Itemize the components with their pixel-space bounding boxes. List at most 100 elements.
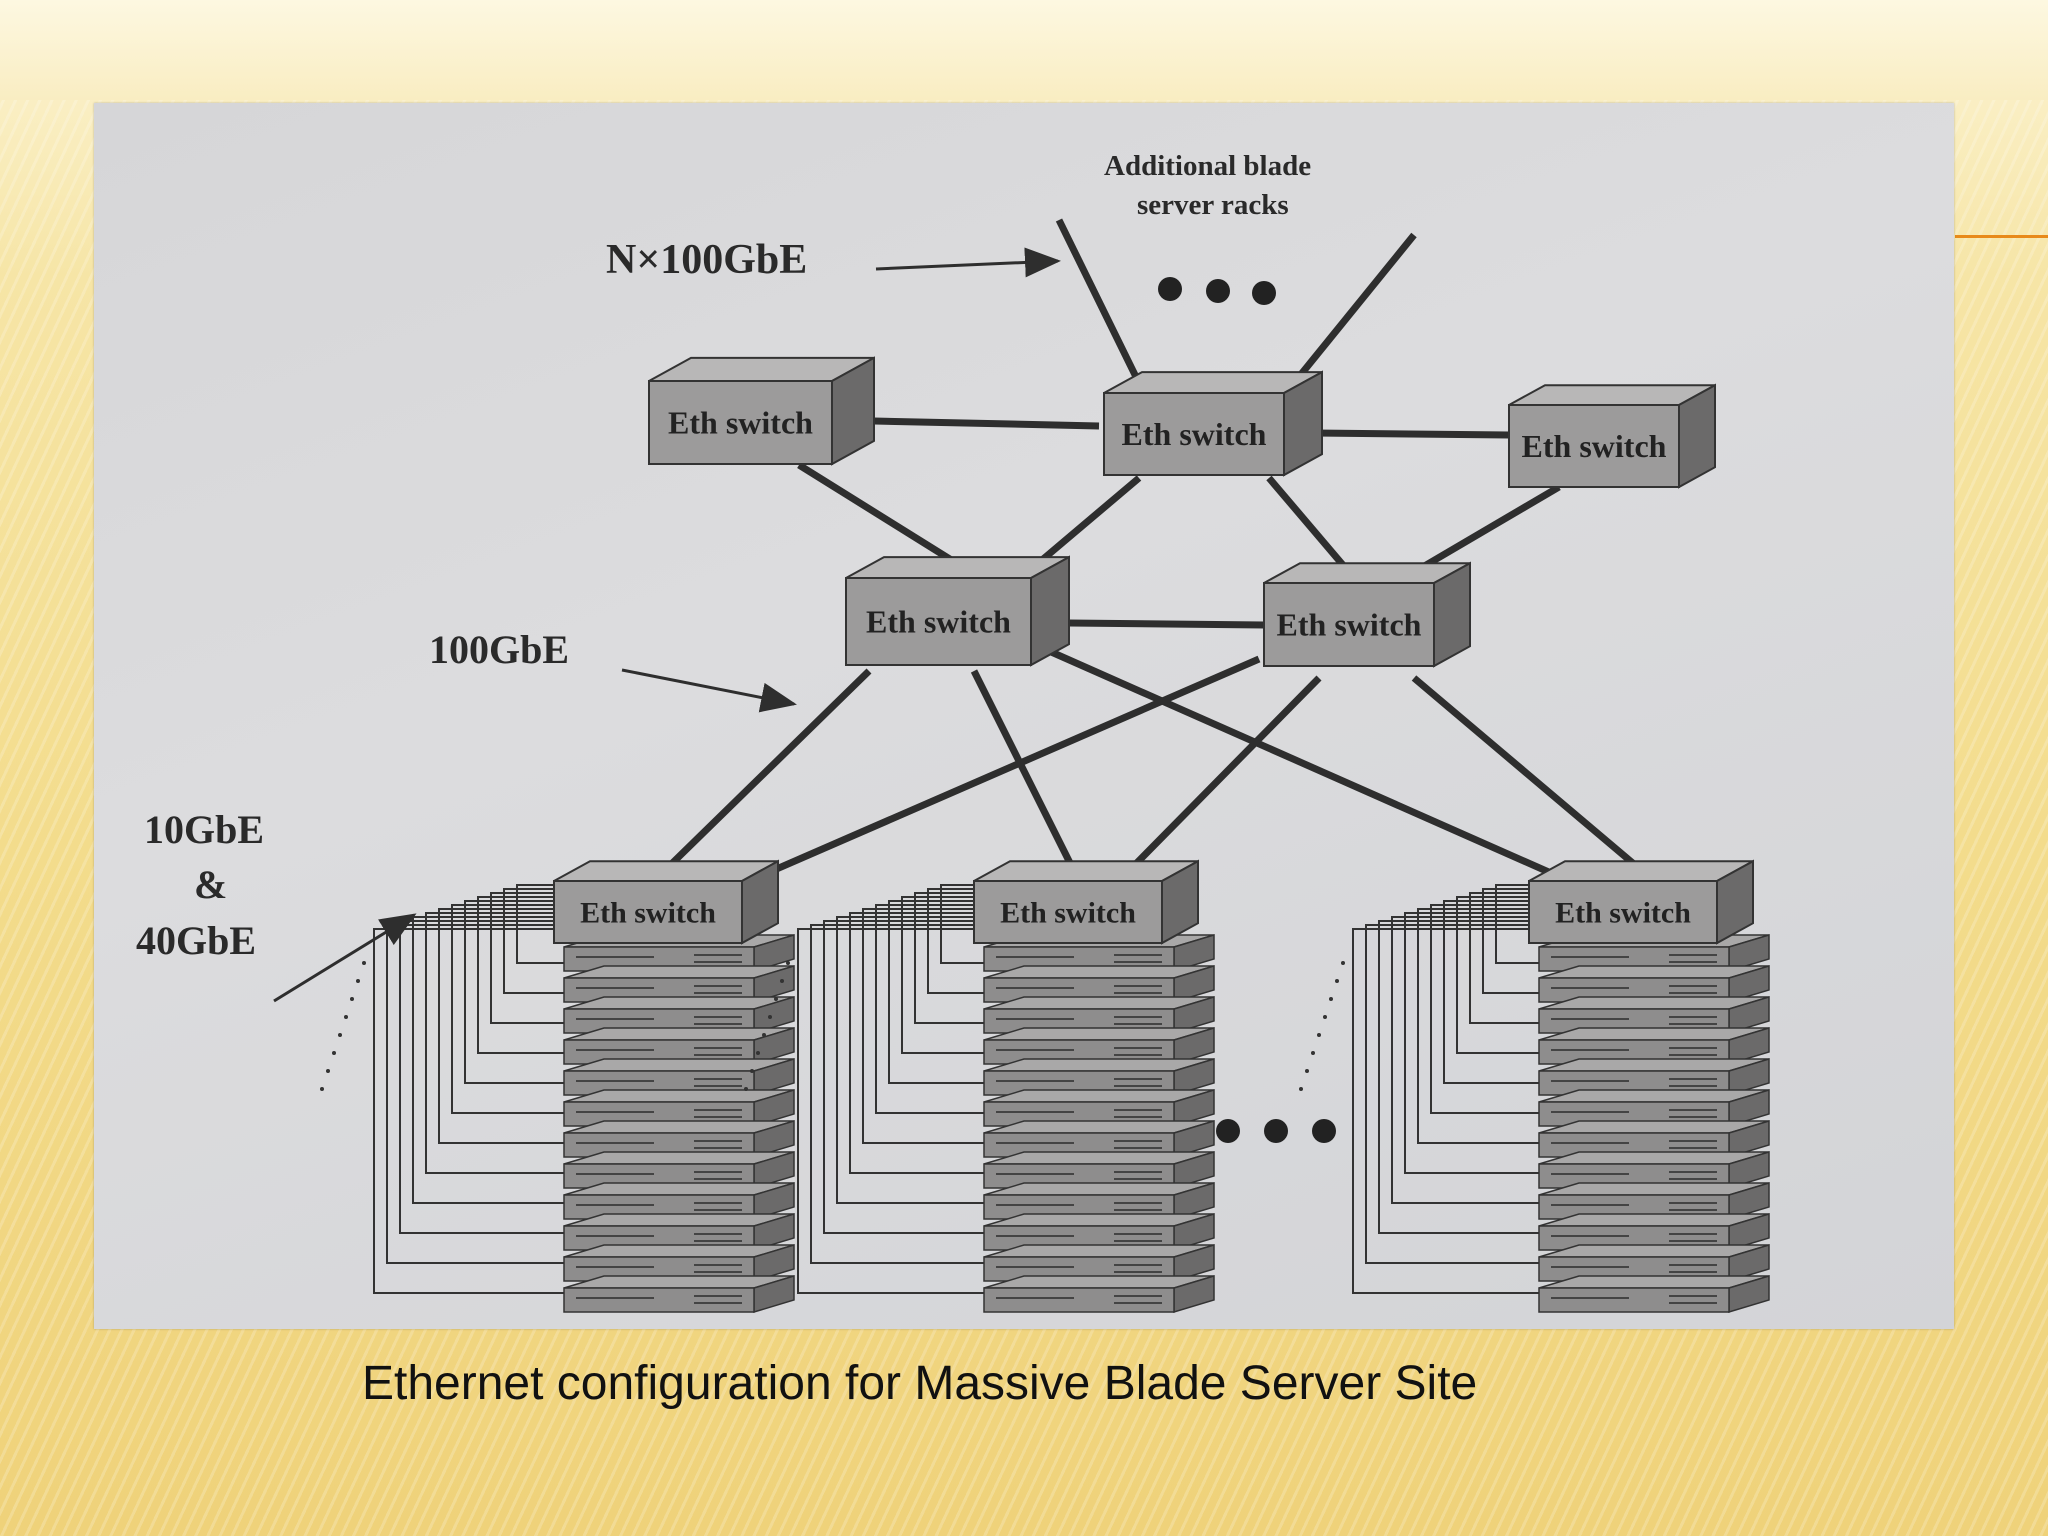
cable [849,912,984,1174]
cable-dot [750,1069,754,1073]
cable-dot [1341,961,1345,965]
link-topcenter-midright [1266,475,1357,581]
link-topleft-midleft [797,462,971,574]
cable [464,900,564,1084]
cable [1365,924,1539,1264]
cable-dot [1299,1087,1303,1091]
cable-dot [768,1015,772,1019]
eth-switch-top-left: Eth switch [648,356,875,466]
additional-racks-label-line1: Additional blade [1104,150,1311,182]
cable-dot [780,979,784,983]
cable-dot [356,979,360,983]
blade-server [563,1181,795,1221]
cable-dot [1335,979,1339,983]
cable [1404,912,1539,1174]
cable [797,928,984,1294]
link-top-left-center [873,417,1100,430]
cable-dot [326,1069,330,1073]
cable [399,920,564,1234]
link-top-center-right [1313,429,1510,439]
blade-server [563,1212,795,1252]
eth-switch-top-right: Eth switch [1508,383,1716,489]
blade-server [563,1088,795,1128]
cable [1417,908,1539,1144]
eth-switch-mid-left: Eth switch [845,555,1070,667]
link-midleft-rack2 [970,669,1083,883]
cable [1469,892,1539,1024]
link-topcenter-midleft [1026,475,1142,574]
link-midright-rack1 [747,655,1261,885]
server-rack-3: Eth switch [1299,859,1770,1314]
cable [888,900,984,1084]
switch-front-face [1103,392,1285,476]
server-cabling [373,884,564,1294]
cable [451,904,564,1114]
eth-switch-rack: Eth switch [973,859,1199,945]
cable [901,896,984,1054]
cable-dot [344,1015,348,1019]
switch-label: Eth switch [1277,607,1422,643]
switch-label: Eth switch [1122,416,1267,452]
cable [1430,904,1539,1114]
link-midright-rack3 [1411,675,1657,884]
switch-front-face [648,380,833,465]
cable-dot [1329,997,1333,1001]
ampersand-label: & [194,862,227,907]
server-rack-1: Eth switch [320,859,795,1314]
link-midleft-rack1 [651,668,872,884]
switch-front-face [1508,404,1680,488]
cable [1352,928,1539,1294]
switch-label: Eth switch [866,604,1011,640]
cable [1378,920,1539,1234]
server-front-face [1538,1287,1730,1313]
cable [386,924,564,1264]
cable [490,892,564,1024]
cable [1456,896,1539,1054]
switch-label: Eth switch [1522,428,1667,464]
cable-dot [1311,1051,1315,1055]
eth-switch-mid-right: Eth switch [1263,561,1471,668]
cable [477,896,564,1054]
switch-front-face [845,577,1032,666]
server-front-face [563,1287,755,1313]
additional-racks-ellipsis [1158,277,1276,305]
eth-switch-rack: Eth switch [553,859,779,945]
cable [1443,900,1539,1084]
uplink-right [1291,232,1417,386]
slide-caption: Ethernet configuration for Massive Blade… [362,1357,1478,1410]
title-accent-line [1955,235,2048,238]
cable [1391,916,1539,1204]
diagram-labels: Additional blade server racks N×100GbE 1… [136,150,1311,963]
link-midleft-rack3 [1047,647,1571,885]
server-front-face [983,1287,1175,1313]
switch-label: Eth switch [1000,897,1136,930]
cable-dot [362,961,366,965]
link-mid-bridge [1068,619,1265,629]
blade-server [983,1243,1215,1283]
cable [438,908,564,1144]
cable-dot [1305,1069,1309,1073]
cable-dot [320,1087,324,1091]
link-midright-rack2 [1116,675,1322,884]
additional-racks-label-line2: server racks [1137,189,1289,221]
10gbe-label: 10GbE [144,807,264,852]
switch-top-face [1528,860,1754,882]
cable-dot [762,1033,766,1037]
cable-dot [350,997,354,1001]
cable-dot [774,997,778,1001]
slide-top-band [0,0,2048,100]
cable [425,912,564,1174]
nx100gbe-arrow [875,247,1061,278]
cable-dot [1317,1033,1321,1037]
cable [927,888,984,994]
blade-server [563,1274,795,1314]
switch-top-face [973,860,1199,882]
cable-dot [332,1051,336,1055]
cable [914,892,984,1024]
server-cabling [797,884,984,1294]
switch-label: Eth switch [580,897,716,930]
switch-label: Eth switch [1555,897,1691,930]
switch-front-face [1528,880,1718,944]
